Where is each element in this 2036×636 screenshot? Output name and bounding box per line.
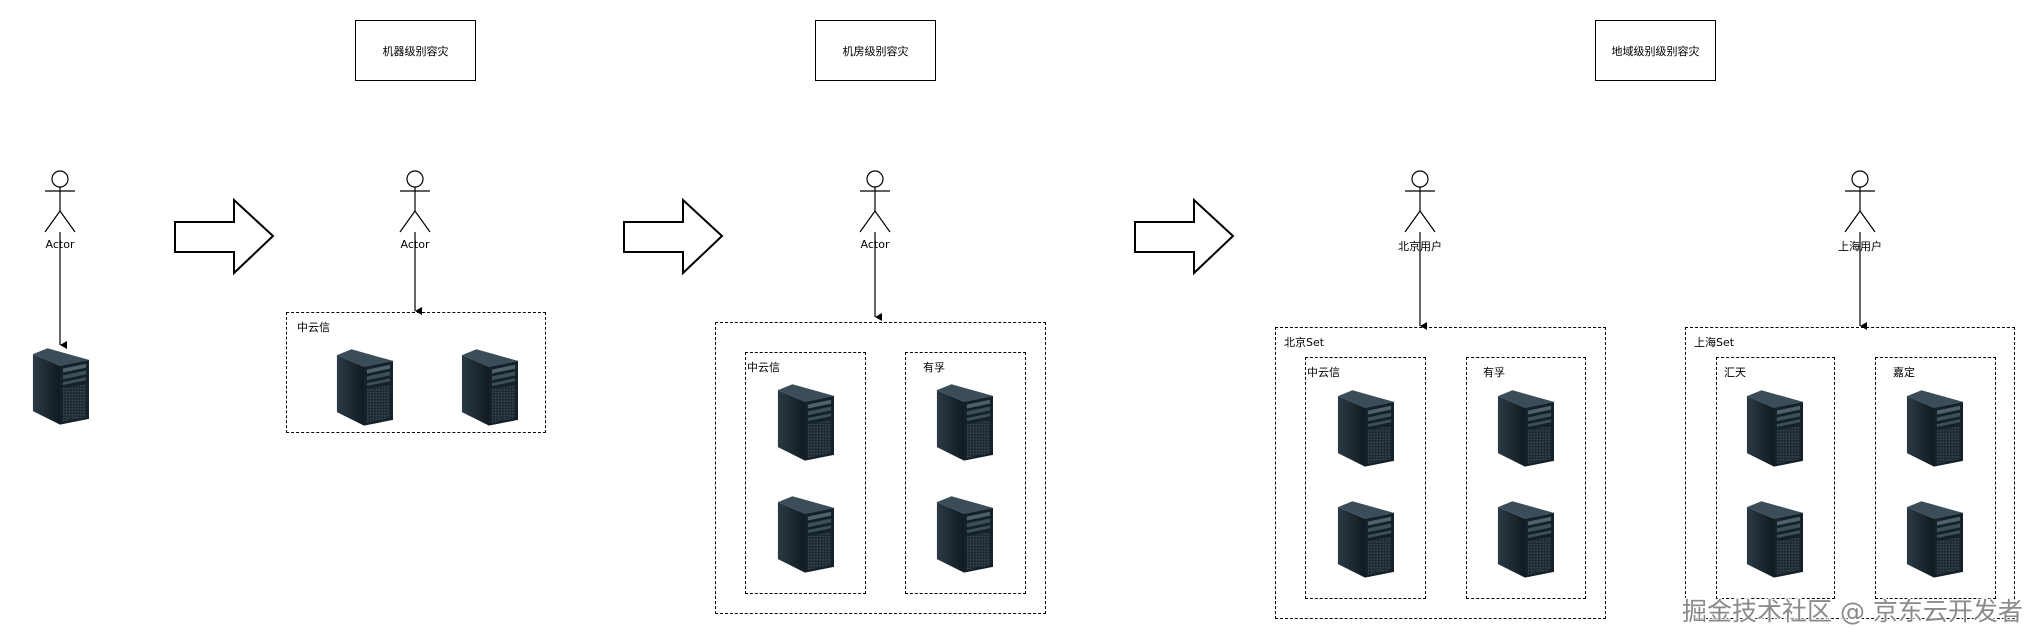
group-label: 嘉定 [1893, 366, 1915, 379]
actor-icon [44, 170, 76, 233]
stage-title-region-level: 地域级别级别容灾 [1595, 20, 1716, 81]
server-tower-icon [1336, 388, 1394, 468]
server-tower-icon [1745, 499, 1803, 579]
stage-title-text: 地域级别级别容灾 [1611, 44, 1700, 58]
group-beijing-set [1275, 327, 1606, 619]
watermark: 掘金技术社区 @ 京东云开发者 [1682, 597, 2023, 626]
group-beijing-idc2 [1466, 357, 1586, 599]
group-label: 有孚 [923, 361, 945, 374]
group-beijing-idc1 [1305, 357, 1426, 599]
stage-title-machine-level: 机器级别容灾 [355, 20, 476, 81]
block-arrow-right-icon [174, 197, 275, 276]
server-tower-icon [935, 382, 993, 462]
group-label: 北京Set [1284, 336, 1325, 349]
group-shanghai-idc2 [1875, 357, 1996, 599]
actor-label: Actor [45, 238, 75, 251]
group-label: 有孚 [1483, 366, 1505, 379]
group-label: 中云信 [297, 321, 330, 334]
server-tower-icon [1905, 499, 1963, 579]
group-label: 中云信 [747, 361, 780, 374]
server-tower-icon [1745, 388, 1803, 468]
group-label: 汇天 [1724, 366, 1746, 379]
group-stage2-idc2 [905, 352, 1026, 594]
server-tower-icon [935, 494, 993, 574]
server-tower-icon [31, 346, 89, 426]
actor-label: Actor [860, 238, 890, 251]
stage-title-text: 机房级别容灾 [842, 44, 909, 58]
group-stage2-outer [715, 322, 1046, 614]
actor-label: 上海用户 [1838, 240, 1882, 253]
actor-label: 北京用户 [1398, 240, 1442, 253]
actor-icon [1404, 170, 1436, 233]
group-label: 上海Set [1694, 336, 1735, 349]
server-tower-icon [776, 494, 834, 574]
server-tower-icon [460, 347, 518, 427]
server-tower-icon [776, 382, 834, 462]
group-shanghai-set [1685, 327, 2015, 619]
stage-title-text: 机器级别容灾 [382, 44, 449, 58]
actor-label: Actor [400, 238, 430, 251]
server-tower-icon [1496, 499, 1554, 579]
stage-title-datacenter-level: 机房级别容灾 [815, 20, 936, 81]
server-tower-icon [335, 347, 393, 427]
actor-icon [399, 170, 431, 233]
block-arrow-right-icon [1134, 197, 1235, 276]
actor-icon [859, 170, 891, 233]
server-tower-icon [1336, 499, 1394, 579]
group-label: 中云信 [1307, 366, 1340, 379]
actor-icon [1844, 170, 1876, 233]
server-tower-icon [1905, 388, 1963, 468]
block-arrow-right-icon [623, 197, 724, 276]
group-shanghai-idc1 [1716, 357, 1835, 599]
group-stage2-idc1 [745, 352, 866, 594]
server-tower-icon [1496, 388, 1554, 468]
